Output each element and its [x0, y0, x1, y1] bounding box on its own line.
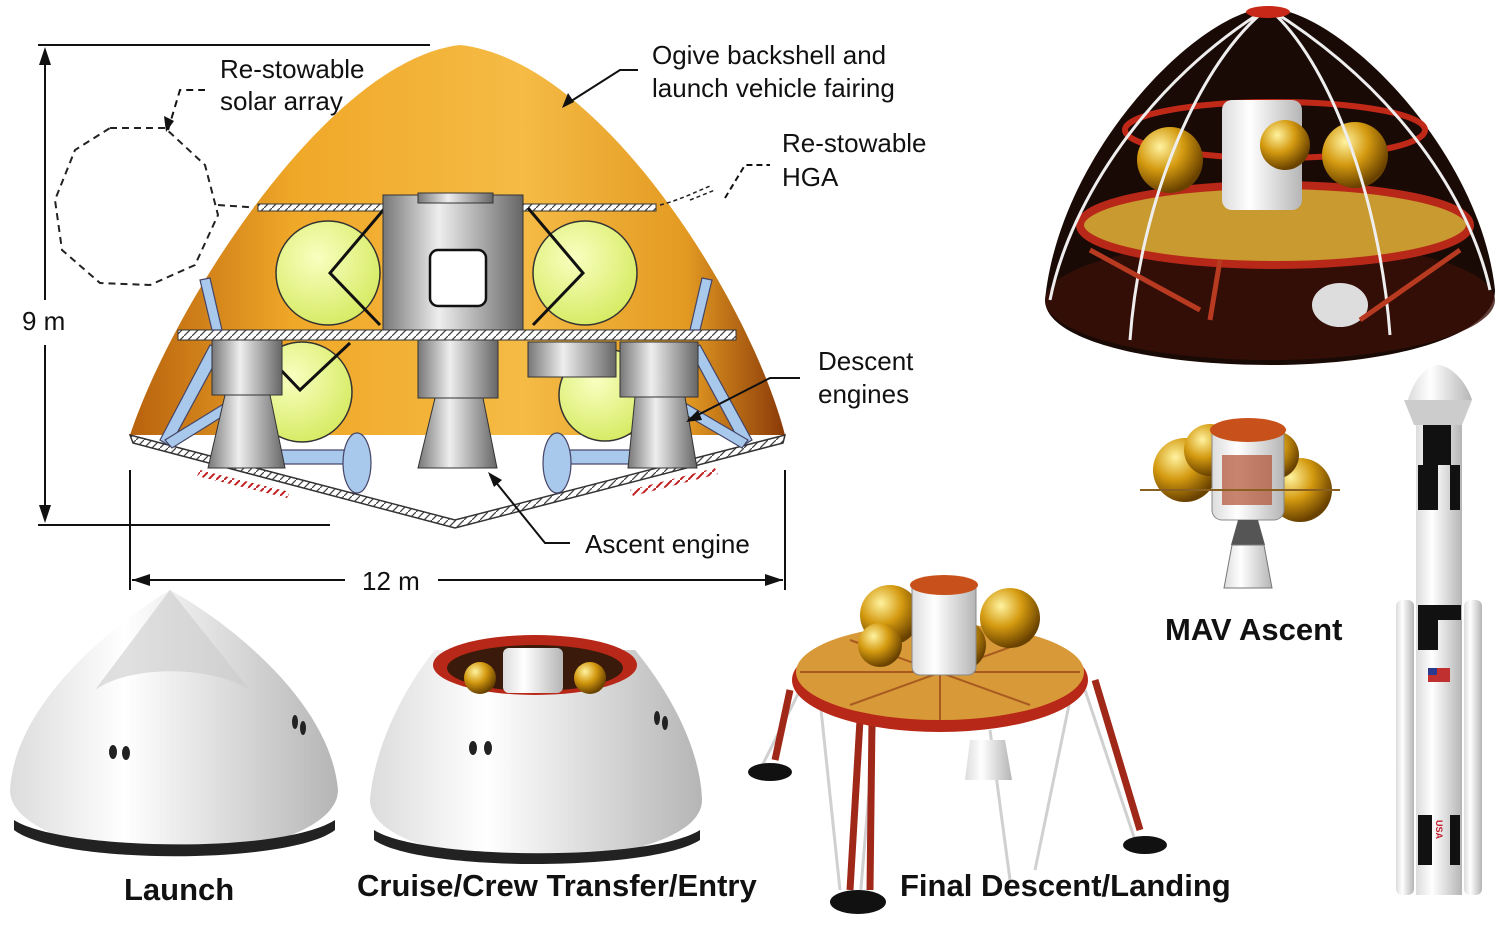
main-deck — [177, 329, 737, 341]
width-dimension: 12 m — [129, 470, 786, 596]
caption-launch: Launch — [124, 872, 234, 907]
caption-landing: Final Descent/Landing — [900, 868, 1231, 903]
landing-struts — [159, 277, 753, 494]
heat-shield — [128, 433, 787, 529]
cutaway-drawing: 9 m 12 m — [22, 40, 927, 596]
mav-ascent-render: MAV Ascent — [1140, 418, 1342, 647]
launch-vehicle-render: USA — [1396, 365, 1482, 895]
cutaway-render — [1045, 6, 1495, 365]
ascent-engine-label: Ascent engine — [585, 529, 750, 559]
cruise-config-render: Cruise/Crew Transfer/Entry — [357, 635, 757, 903]
descent-engine-right — [619, 341, 699, 469]
solar-array-outline — [53, 127, 220, 287]
caption-cruise: Cruise/Crew Transfer/Entry — [357, 868, 757, 903]
caption-mav-ascent: MAV Ascent — [1165, 612, 1342, 647]
cabin-window — [428, 248, 488, 308]
launch-config-render: Launch — [10, 590, 338, 907]
width-label: 12 m — [362, 566, 420, 596]
landing-config-render: Final Descent/Landing — [748, 575, 1231, 914]
height-label: 9 m — [22, 306, 65, 336]
rocket-usa-marking: USA — [1434, 820, 1444, 840]
height-dimension: 9 m — [22, 44, 430, 526]
ascent-engine — [417, 339, 499, 469]
descent-engine-left — [207, 339, 286, 469]
